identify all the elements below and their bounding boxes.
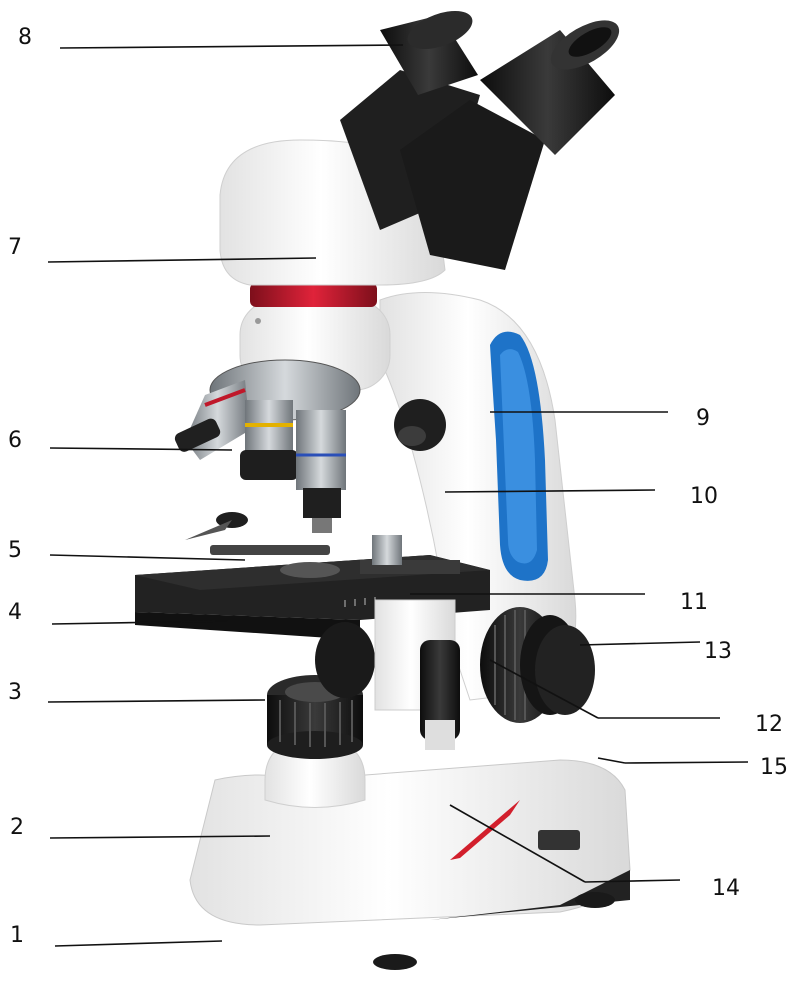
callout-number-8: 8 <box>18 27 32 49</box>
focus-knobs <box>480 607 595 723</box>
callout-number-2: 2 <box>10 817 24 839</box>
callout-number-10: 10 <box>690 486 718 508</box>
objective-lens-right <box>296 410 346 533</box>
objective-lens-middle <box>240 400 298 480</box>
coarse-focus-knob <box>535 625 595 715</box>
callout-number-1: 1 <box>10 925 24 947</box>
base <box>190 760 630 970</box>
revolving-nosepiece <box>173 360 360 533</box>
red-ring <box>250 283 377 307</box>
callout-line-1 <box>55 941 222 946</box>
callout-number-15: 15 <box>760 757 788 779</box>
callout-number-3: 3 <box>8 682 22 704</box>
callout-line-5 <box>50 555 245 560</box>
callout-line-15 <box>598 758 625 763</box>
callout-line-13 <box>580 642 700 645</box>
callout-number-5: 5 <box>8 540 22 562</box>
callout-number-11: 11 <box>680 592 708 614</box>
callout-number-7: 7 <box>8 237 22 259</box>
base-vent <box>538 830 580 850</box>
stage-aperture <box>280 562 340 578</box>
callout-number-12: 12 <box>755 714 783 736</box>
callout-number-6: 6 <box>8 430 22 452</box>
callout-number-4: 4 <box>8 602 22 624</box>
callout-number-14: 14 <box>712 878 740 900</box>
stage-clip <box>210 545 330 555</box>
callout-line-8 <box>60 45 403 48</box>
callout-number-13: 13 <box>704 641 732 663</box>
callout-number-9: 9 <box>696 408 710 430</box>
callout-line-15b <box>625 762 748 763</box>
callout-line-3 <box>48 700 265 702</box>
